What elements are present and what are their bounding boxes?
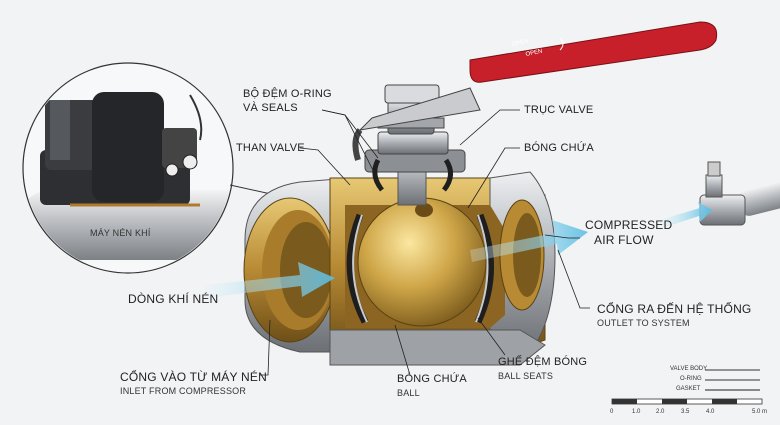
label-ball-top: BÓNG CHỨA	[524, 142, 594, 154]
label-valve-body: THAN VALVE	[236, 142, 305, 154]
label-outlet-en: OUTLET TO SYSTEM	[597, 318, 690, 328]
legend-lines	[705, 369, 760, 391]
ball	[357, 197, 487, 327]
label-valve-stem: TRỤC VALVE	[524, 104, 594, 116]
handle-text-2: OPEN	[525, 49, 543, 58]
legend-item-gasket: GASKET	[676, 386, 701, 392]
scale-tick-5: 5.0 m	[752, 409, 768, 415]
compressor-inset	[22, 62, 299, 274]
label-inlet-en: INLET FROM COMPRESSOR	[120, 386, 247, 396]
label-seats-vn: GHẾ ĐỆM BÓNG	[498, 356, 588, 368]
inflow-arrow	[205, 262, 335, 298]
scale-tick-2: 2.0	[656, 409, 665, 415]
outlet-fitting	[660, 161, 780, 228]
label-outlet-vn: CỔNG RA ĐẾN HỆ THỐNG	[597, 302, 752, 316]
label-inlet-vn: CỔNG VÀO TỪ MÁY NÉN	[120, 370, 267, 384]
label-seats-en: BALL SEATS	[498, 371, 554, 381]
label-compressor: MÁY NÉN KHÍ	[90, 228, 151, 238]
label-inflow: DÒNG KHÍ NÉN	[128, 292, 219, 306]
label-oring-seals-1: BỘ ĐỆM O-RING	[243, 88, 332, 100]
scale-tick-3: 3.5	[681, 409, 690, 415]
scale-tick-4: 4.0	[706, 409, 715, 415]
scale-tick-0: 0	[610, 409, 614, 415]
label-oring-seals-2: VÀ SEALS	[243, 102, 298, 114]
scale-bar	[611, 398, 763, 405]
label-ball-bottom-vn: BÓNG CHỨA	[397, 373, 467, 385]
label-ball-bottom-en: BALL	[397, 388, 420, 398]
handle-text-1: OPEN	[511, 39, 529, 48]
ball-seats	[346, 213, 494, 324]
label-compressed-2: AIR FLOW	[594, 233, 654, 247]
label-compressed-1: COMPRESSED	[585, 218, 673, 232]
leader-lines	[260, 109, 590, 376]
legend-item-oring: O-RING	[680, 376, 702, 382]
handle-lever[interactable]	[352, 21, 718, 161]
scale-tick-1: 1.0	[632, 409, 641, 415]
valve-stem-assembly	[364, 84, 466, 206]
legend-item-valve-body: VALVE BODY	[670, 366, 708, 372]
